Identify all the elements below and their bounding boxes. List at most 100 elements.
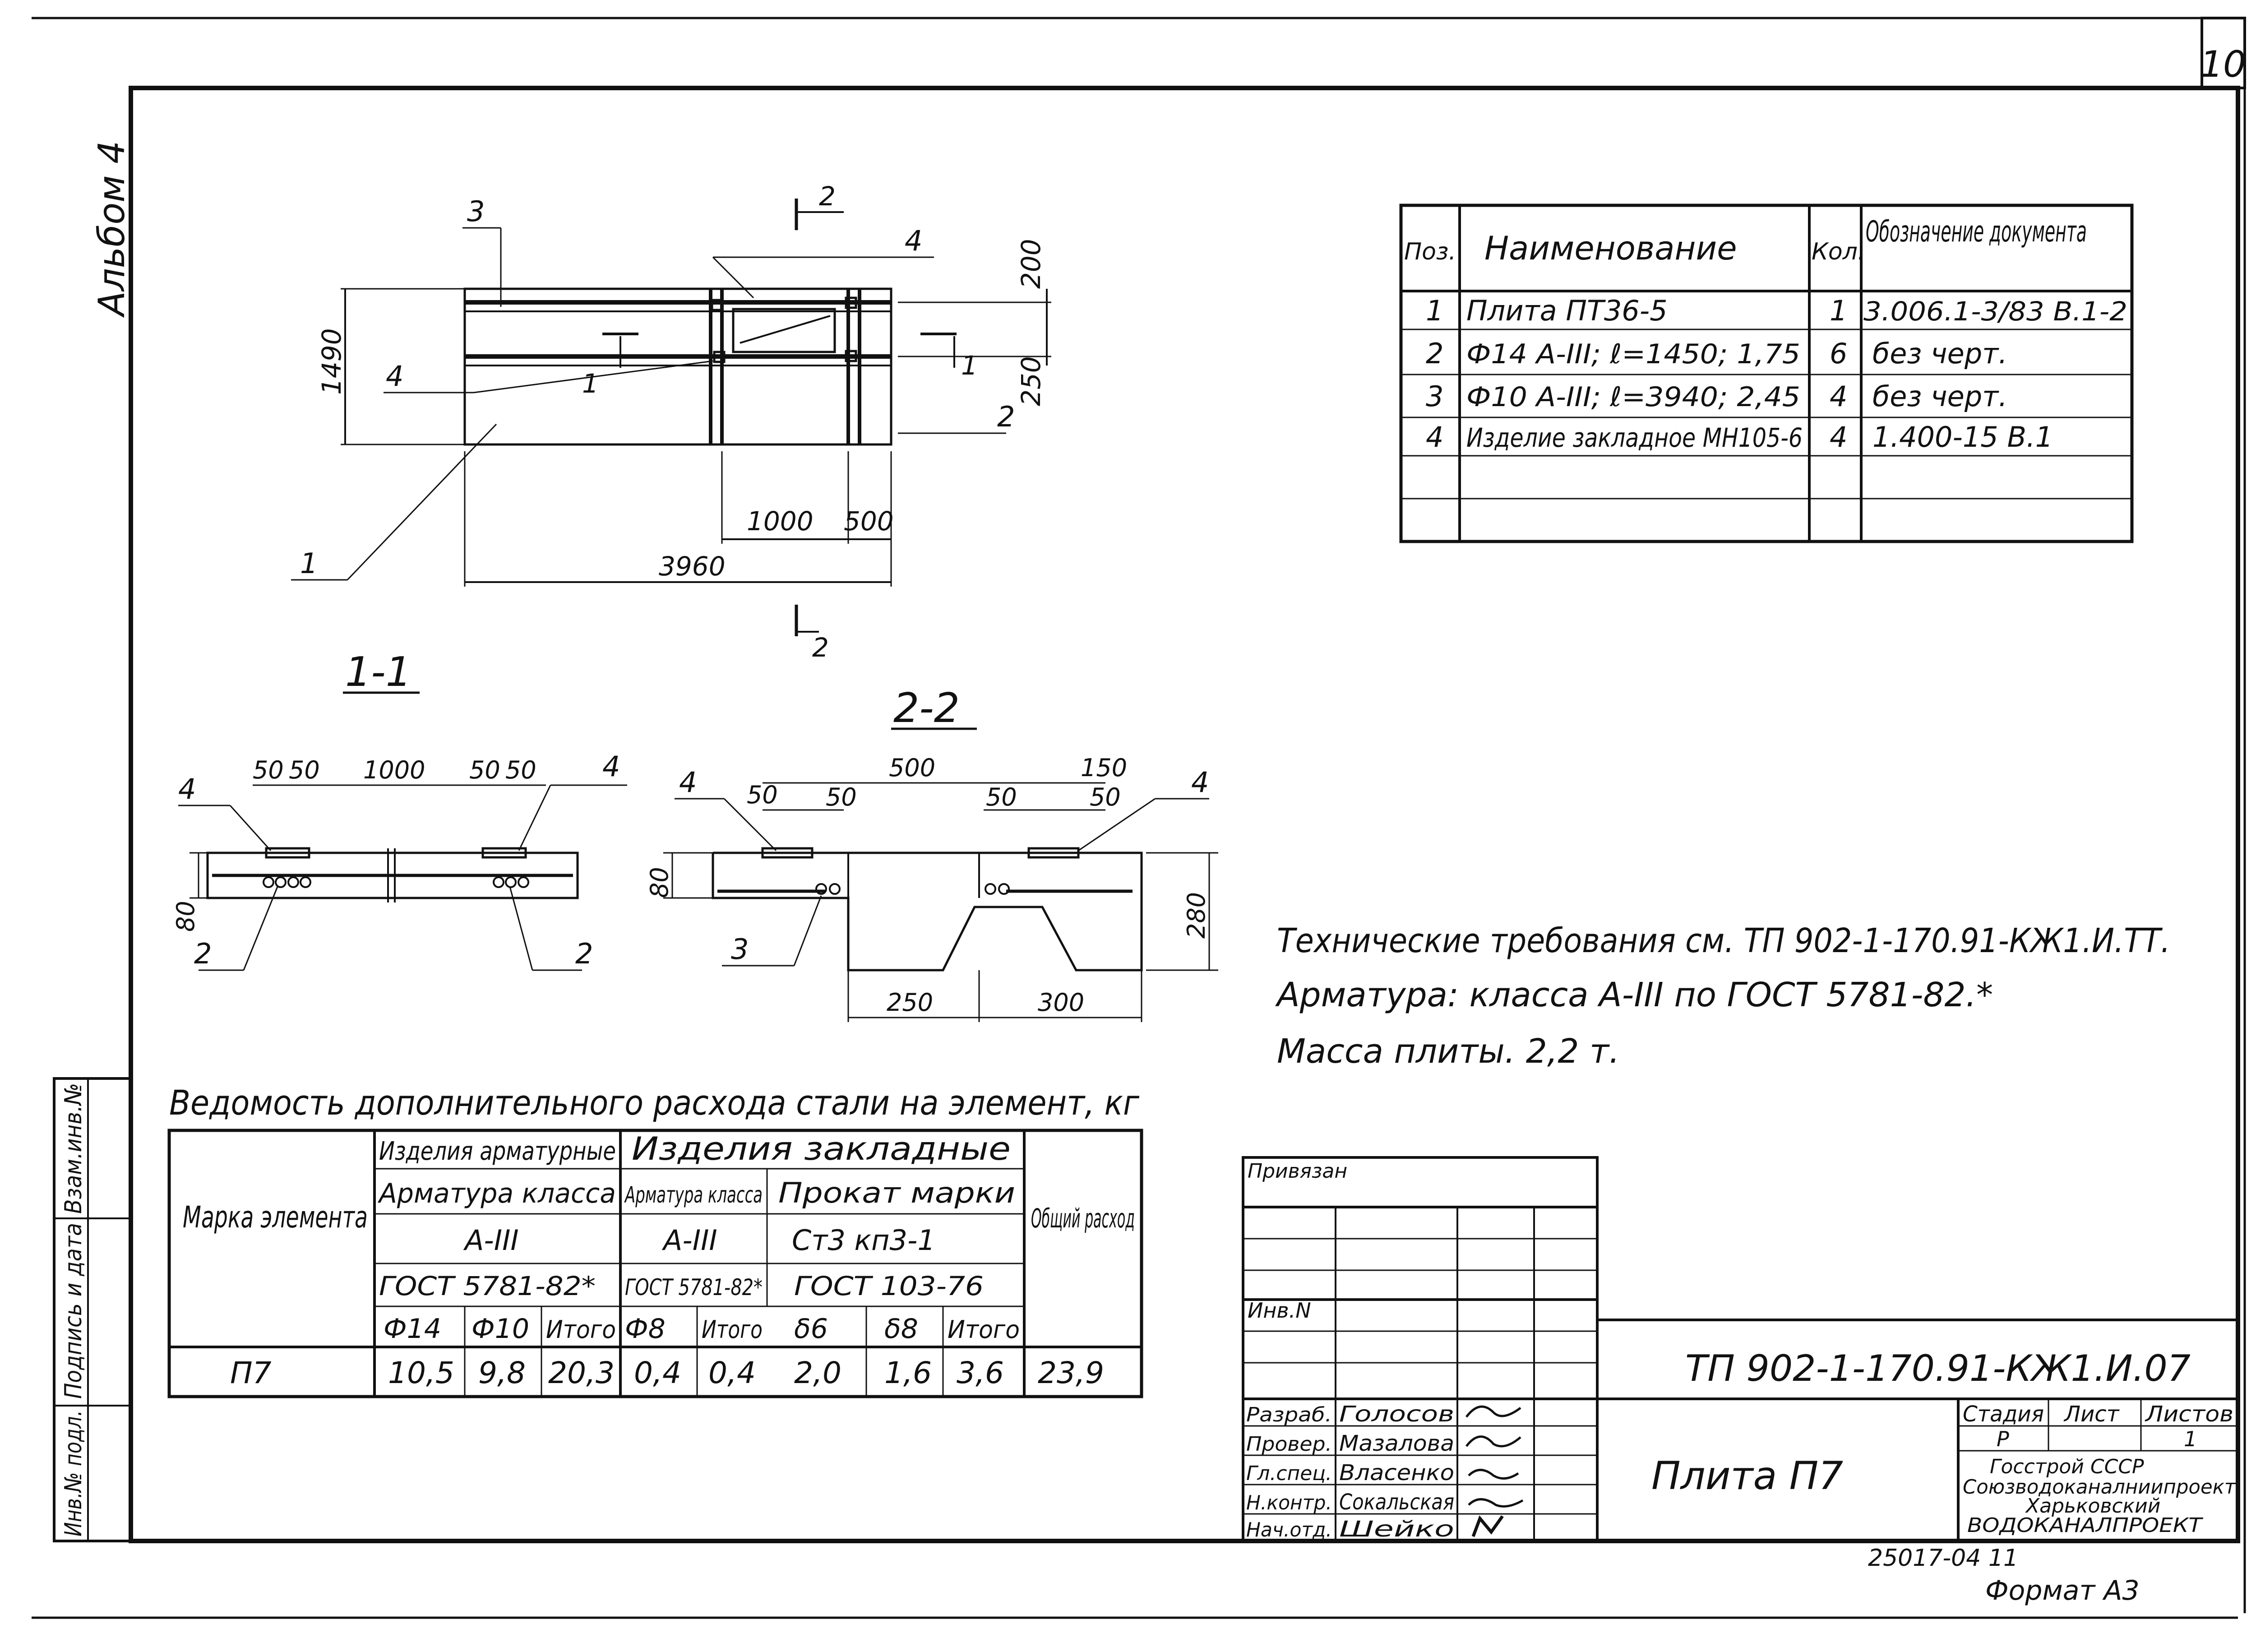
steel-h-embed: Изделия закладные [632, 1130, 1011, 1167]
spec-row-3-doc: без черт. [1872, 380, 2007, 413]
plan-leaders [291, 227, 934, 581]
steel-h-embed-class: Арматура класса [624, 1182, 763, 1208]
tb-name-5: Шейко [1339, 1517, 1454, 1542]
steel-h-mark: Марка элемента [183, 1200, 368, 1235]
plan-view [463, 287, 957, 446]
spec-row-2-pos: 2 [1426, 337, 1443, 370]
section-marks [619, 199, 955, 636]
spec-row-2-qty: 6 [1830, 337, 1847, 370]
spec-row-4-name: Изделие закладное МН105-6 [1466, 422, 1803, 453]
s1-callout-2-left: 2 [194, 937, 212, 970]
tb-org-3: Харьковский [2025, 1495, 2160, 1518]
section-1-drawing [178, 784, 627, 971]
title-block-grid [1242, 1156, 2238, 1542]
s2-dim-50c: 50 [986, 783, 1017, 811]
tb-name-3: Власенко [1339, 1460, 1454, 1485]
steel-val-total: 23,9 [1038, 1356, 1104, 1390]
steel-sub-d8: δ8 [884, 1313, 918, 1345]
signature-marks [1465, 1405, 1524, 1537]
dim-200: 200 [1016, 239, 1046, 289]
s1-dim-50b: 50 [289, 756, 320, 784]
steel-val-total-c: 3,6 [957, 1356, 1004, 1390]
steel-table-title: Ведомость дополнительного расхода стали … [169, 1083, 1140, 1123]
tb-name-2: Мазалова [1339, 1431, 1454, 1456]
plan-callout-4b: 4 [905, 224, 922, 257]
s2-callout-3: 3 [731, 933, 749, 966]
s2-dim-80: 80 [645, 867, 674, 898]
sheet-frame [32, 17, 2246, 1619]
steel-class-a3: А-III [463, 1224, 519, 1257]
steel-val-f8: 0,4 [634, 1356, 681, 1390]
note-reinforcement: Арматура: класса А-III по ГОСТ 5781-82.* [1275, 976, 1993, 1014]
tb-footer-code: 25017-04 11 [1868, 1545, 2018, 1572]
note-tech-requirements: Технические требования см. ТП 902-1-170.… [1277, 921, 2170, 960]
section-2-title: 2-2 [893, 685, 960, 732]
tb-stage: Р [1997, 1427, 2009, 1451]
plan-dimensions [341, 288, 1051, 587]
s1-dim-50a: 50 [253, 756, 284, 784]
section-2-drawing [663, 782, 1218, 1022]
steel-sub-total-b: Итого [702, 1315, 763, 1344]
plan-callout-1: 1 [300, 547, 318, 580]
s2-dim-300: 300 [1038, 988, 1084, 1017]
s1-dim-1000: 1000 [363, 756, 425, 784]
s2-dim-50a: 50 [747, 781, 778, 809]
spec-row-1-qty: 1 [1830, 294, 1847, 327]
spec-row-1-name: Плита ПТ36-5 [1466, 294, 1668, 327]
spec-row-4-doc: 1.400-15 В.1 [1872, 421, 2053, 453]
note-mass: Масса плиты. 2,2 т. [1277, 1032, 1620, 1071]
s2-callout-4-left: 4 [679, 766, 697, 799]
s2-dim-50d: 50 [1090, 783, 1121, 811]
s2-dim-150: 150 [1081, 754, 1127, 782]
spec-row-4-qty: 4 [1830, 421, 1847, 453]
tb-stage-header: Стадия [1963, 1402, 2044, 1427]
tb-sheets-header: Листов [2145, 1402, 2233, 1427]
spec-row-3-pos: 3 [1426, 380, 1443, 413]
s2-dim-280: 280 [1182, 892, 1211, 939]
steel-val-total-b: 0,4 [708, 1356, 756, 1390]
spec-row-4-pos: 4 [1426, 421, 1443, 453]
tb-sheets-count: 1 [2184, 1427, 2197, 1451]
s1-dim-50c: 50 [469, 756, 500, 784]
steel-table-grid [167, 1129, 1143, 1398]
side-stamp-inv-original: Инв.№ подл. [60, 1410, 87, 1536]
dim-1490: 1490 [316, 328, 347, 395]
tb-org-2: Союзводоканалниипроект [1963, 1476, 2236, 1499]
spec-row-1-pos: 1 [1426, 294, 1443, 327]
tb-doc-code: ТП 902-1-170.91-КЖ1.И.07 [1685, 1347, 2191, 1389]
steel-sub-total-a: Итого [546, 1315, 616, 1344]
s1-callout-4-right: 4 [602, 750, 620, 783]
section-mark-1-left: 1 [582, 368, 599, 399]
spec-header-name: Наименование [1484, 229, 1737, 267]
spec-row-1-doc: 3.006.1-3/83 В.1-2 [1863, 296, 2127, 327]
section-mark-2-bottom: 2 [812, 632, 829, 663]
section-1-title: 1-1 [345, 648, 411, 696]
steel-sub-f14: Ф14 [384, 1313, 441, 1345]
steel-class-a3b: А-III [661, 1224, 717, 1257]
tb-inv-n: Инв.N [1248, 1298, 1311, 1323]
steel-val-d6: 2,0 [794, 1356, 841, 1390]
album-label: Альбом 4 [91, 141, 133, 318]
tb-org-4: ВОДОКАНАЛПРОЕКТ [1967, 1514, 2203, 1537]
section-mark-2-top: 2 [819, 181, 836, 212]
plan-callout-4a: 4 [386, 360, 403, 393]
tb-sheet-header: Лист [2063, 1402, 2120, 1427]
steel-val-total-a: 20,3 [548, 1356, 615, 1390]
s1-callout-2-right: 2 [575, 937, 593, 970]
side-stamp-replaced-inv: Взам.инв.№ [60, 1083, 87, 1214]
dim-250: 250 [1016, 356, 1046, 406]
side-stamp-signature-date: Подпись и дата [60, 1223, 87, 1399]
spec-row-2-name: Ф14 А-III; ℓ=1450; 1,75 [1466, 338, 1800, 370]
spec-row-3-name: Ф10 А-III; ℓ=3940; 2,45 [1466, 381, 1800, 413]
plan-callout-3: 3 [467, 195, 485, 228]
dim-3960: 3960 [659, 551, 726, 582]
steel-grade: Ст3 кп3-1 [792, 1224, 935, 1257]
dim-1000: 1000 [747, 506, 814, 537]
steel-h-reinf-class: Арматура класса [377, 1178, 616, 1209]
steel-val-f10: 9,8 [478, 1356, 526, 1390]
tb-role-norm-control: Н.контр. [1246, 1491, 1332, 1514]
section-mark-1-right: 1 [961, 350, 978, 381]
tb-name-4: Сокальская [1339, 1490, 1454, 1515]
s2-dim-500: 500 [889, 754, 935, 782]
